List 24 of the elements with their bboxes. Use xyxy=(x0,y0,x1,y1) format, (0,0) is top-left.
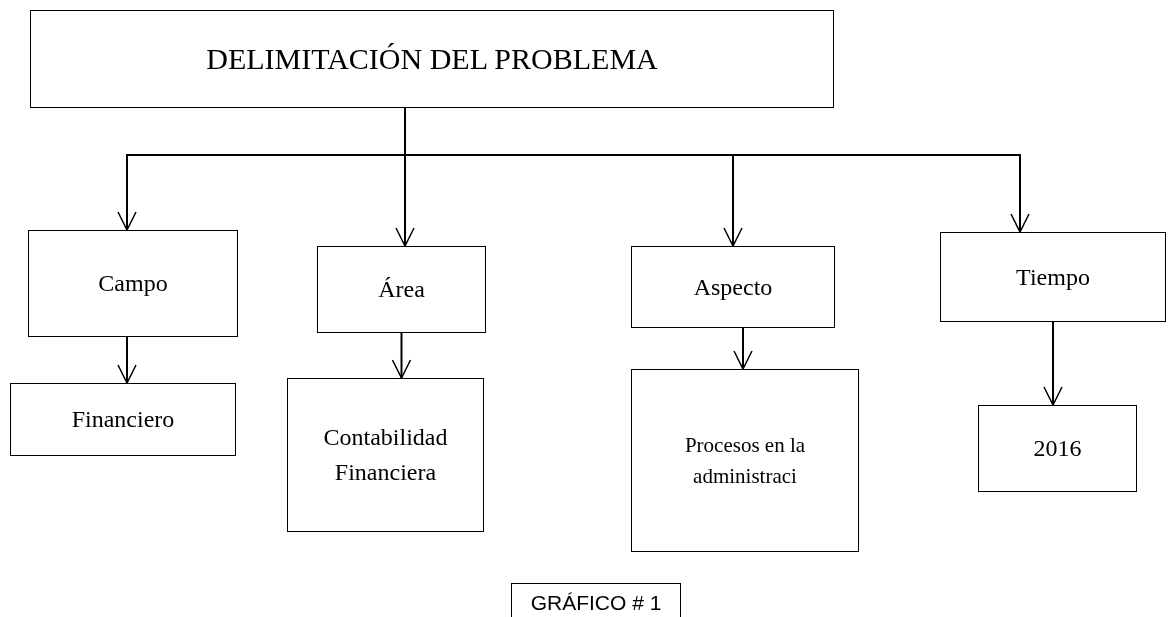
category-box xyxy=(631,246,835,328)
box-text: DELIMITACIÓN DEL PROBLEMA xyxy=(206,41,658,78)
category-box xyxy=(28,230,238,337)
box-text: Procesos en la administraci xyxy=(683,432,807,490)
box-text: Financiero xyxy=(71,405,175,435)
box-text: Aspecto xyxy=(693,272,773,302)
box-text: Área xyxy=(378,275,425,305)
arrow xyxy=(1043,321,1063,406)
category-box xyxy=(978,405,1137,492)
arrow xyxy=(391,332,412,379)
box-text: Campo xyxy=(98,269,168,299)
category-box xyxy=(287,378,484,532)
category-box xyxy=(940,232,1166,322)
box-text: Tiempo xyxy=(1016,262,1090,292)
arrow xyxy=(733,327,753,370)
box-text: GRÁFICO # 1 xyxy=(530,590,662,617)
box-text: Contabilidad Financiera xyxy=(322,423,449,487)
arrow xyxy=(117,336,137,384)
category-box xyxy=(317,246,486,333)
figure-label-box xyxy=(511,583,681,617)
category-box xyxy=(10,383,236,456)
title-box xyxy=(30,10,834,108)
category-box xyxy=(631,369,859,552)
box-text: 2016 xyxy=(1033,434,1082,464)
